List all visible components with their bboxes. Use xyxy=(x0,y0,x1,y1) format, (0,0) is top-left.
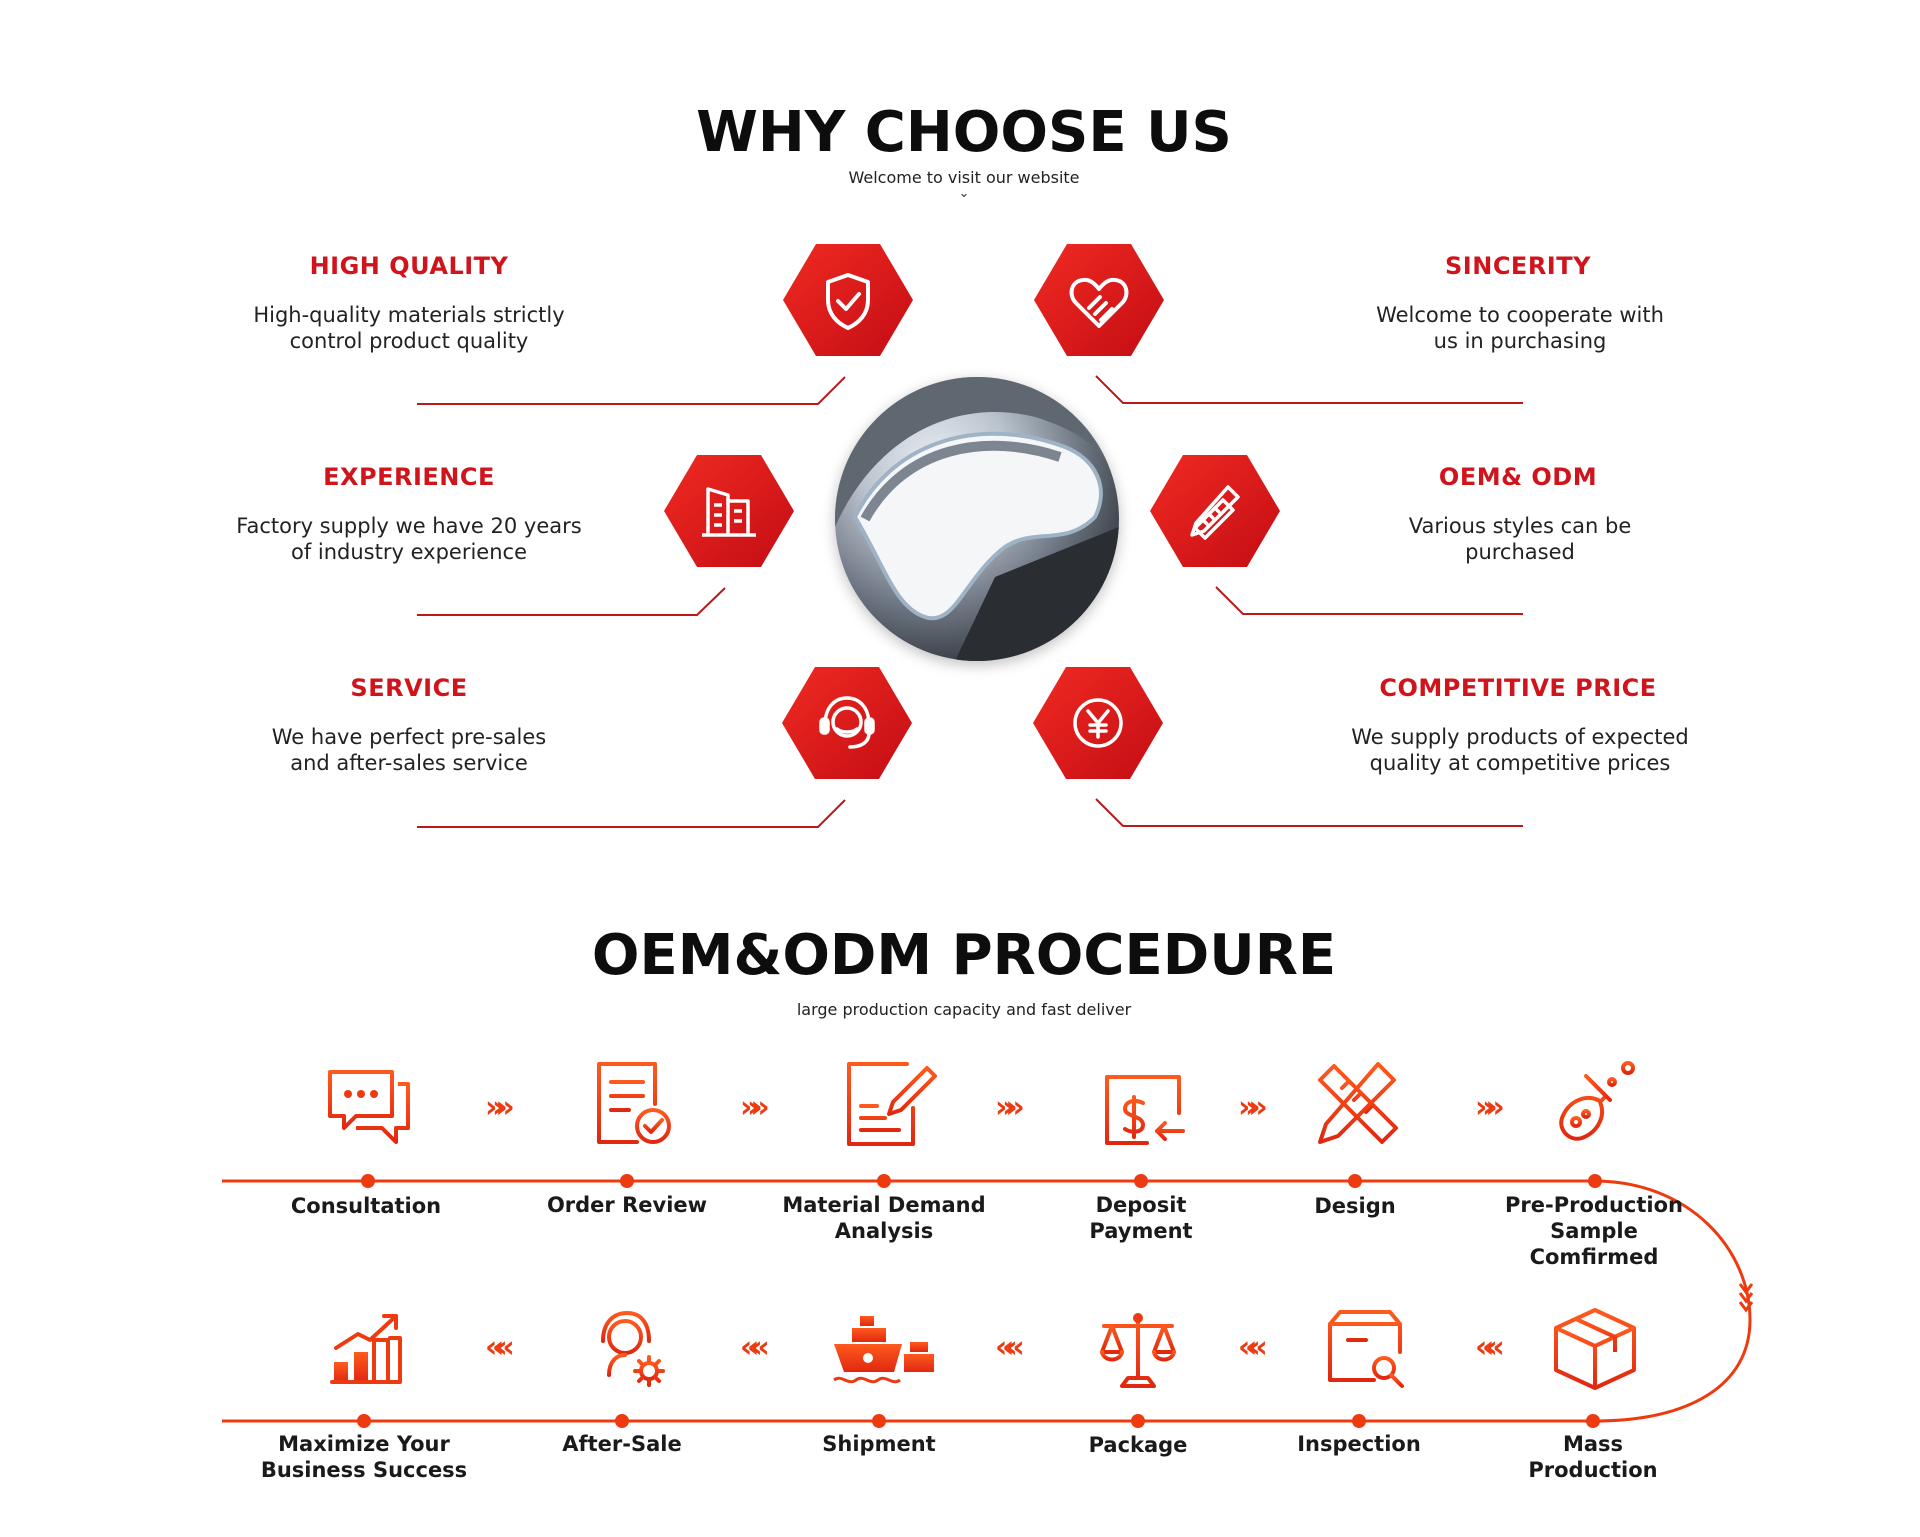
connector-lines xyxy=(417,375,1523,828)
step-package: Package xyxy=(1088,1433,1188,1457)
hex-high-quality xyxy=(783,244,913,356)
growth-chart-icon xyxy=(330,1314,402,1384)
factory-building-icon xyxy=(702,487,756,537)
why-subtitle: Welcome to visit our website xyxy=(848,168,1080,187)
shield-check-icon xyxy=(826,273,870,330)
feature-title-service: SERVICE xyxy=(350,674,468,702)
document-check-icon xyxy=(597,1062,671,1144)
package-box-icon xyxy=(1554,1308,1636,1390)
arrow-right-icon: »» xyxy=(1238,1090,1268,1125)
step-consultation: Consultation xyxy=(290,1194,442,1218)
step-after-sale: After-Sale xyxy=(562,1432,682,1456)
arrow-left-icon: «« xyxy=(485,1330,515,1365)
ruler-pencil-icon xyxy=(1318,1062,1398,1144)
arrow-left-icon: «« xyxy=(995,1330,1025,1365)
dollar-payment-icon xyxy=(1105,1075,1185,1145)
hex-oem-odm xyxy=(1150,455,1280,567)
step-design: Design xyxy=(1314,1194,1396,1218)
arrow-left-icon: «« xyxy=(1475,1330,1505,1365)
feature-title-experience: EXPERIENCE xyxy=(323,463,495,491)
hex-competitive-price xyxy=(1033,667,1163,779)
arrow-right-icon: »» xyxy=(1475,1090,1505,1125)
arrow-left-icon: «« xyxy=(1238,1330,1268,1365)
feature-title-competitive-price: COMPETITIVE PRICE xyxy=(1379,674,1657,702)
feature-title-sincerity: SINCERITY xyxy=(1445,252,1591,280)
yen-coin-icon xyxy=(1073,698,1123,748)
hex-experience xyxy=(664,455,794,567)
heart-handshake-icon xyxy=(1069,277,1129,328)
flask-icon xyxy=(1559,1061,1635,1141)
feature-title-high-quality: HIGH QUALITY xyxy=(309,252,509,280)
procedure-subtitle: large production capacity and fast deliv… xyxy=(796,1000,1132,1019)
down-arrow-icon xyxy=(1738,1283,1754,1313)
arrow-right-icon: »» xyxy=(995,1090,1025,1125)
document-pen-icon xyxy=(847,1062,937,1146)
step-order-review: Order Review xyxy=(546,1193,708,1217)
double-chevron-down-icon: ⌄ xyxy=(958,186,970,201)
support-agent-icon xyxy=(601,1310,665,1387)
step-inspection: Inspection xyxy=(1297,1432,1421,1456)
box-search-icon xyxy=(1328,1310,1404,1388)
hex-service xyxy=(782,667,912,779)
hex-sincerity xyxy=(1034,244,1164,356)
why-title: WHY CHOOSE US xyxy=(696,100,1232,165)
procedure-title: OEM&ODM PROCEDURE xyxy=(591,923,1337,988)
balance-scale-icon xyxy=(1100,1313,1176,1388)
arrow-right-icon: »» xyxy=(740,1090,770,1125)
headset-icon xyxy=(819,696,875,749)
cargo-ship-icon xyxy=(833,1316,934,1384)
feature-title-oem-odm: OEM& ODM xyxy=(1438,463,1598,491)
arrow-right-icon: »» xyxy=(485,1090,515,1125)
chat-bubbles-icon xyxy=(328,1070,410,1144)
arrow-left-icon: «« xyxy=(740,1330,770,1365)
step-shipment: Shipment xyxy=(822,1432,936,1456)
pencil-ruler-icon xyxy=(1190,485,1240,540)
